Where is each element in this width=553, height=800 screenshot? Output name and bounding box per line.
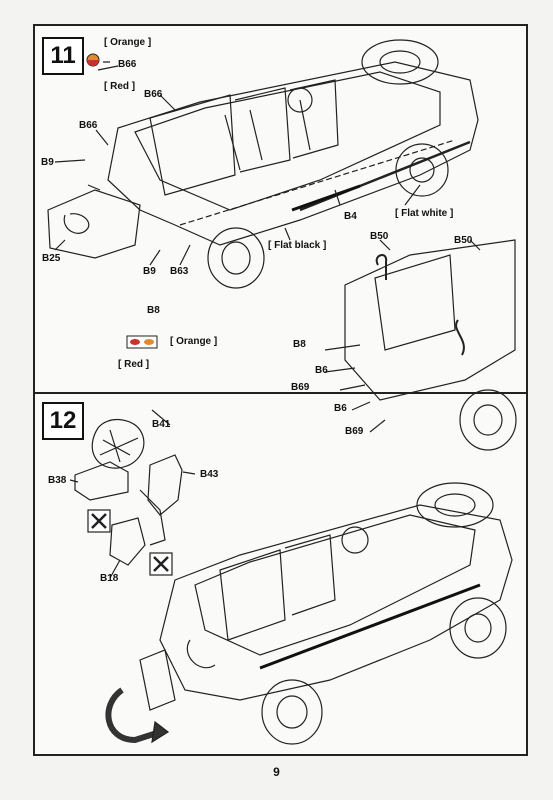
light-b8-swatch xyxy=(126,335,158,349)
part-label-b66: B66 xyxy=(144,89,163,100)
spare-wheel-11 xyxy=(361,39,439,85)
front-plate-b25 xyxy=(47,189,141,259)
color-callout-orange: [ Orange ] xyxy=(104,37,152,48)
rear-wheel-11 xyxy=(395,143,449,197)
part-label-b69: B69 xyxy=(345,426,364,437)
vehicle-body-12 xyxy=(159,504,513,701)
part-label-b63: B63 xyxy=(170,266,189,277)
part-label-b9: B9 xyxy=(143,266,156,277)
part-label-b6: B6 xyxy=(315,365,328,376)
part-b18 xyxy=(109,517,146,566)
rotation-arrow-icon xyxy=(105,687,161,744)
color-callout-red: [ Red ] xyxy=(104,81,136,92)
color-callout-red: [ Red ] xyxy=(118,359,150,370)
front-wheel-12 xyxy=(261,679,323,745)
front-wheel-11 xyxy=(207,227,265,289)
part-label-b9: B9 xyxy=(41,157,54,168)
part-label-b8: B8 xyxy=(147,305,160,316)
part-label-b50: B50 xyxy=(370,231,389,242)
part-label-b25: B25 xyxy=(42,253,61,264)
part-label-b66: B66 xyxy=(79,120,98,131)
part-label-b69: B69 xyxy=(291,382,310,393)
part-label-b8: B8 xyxy=(293,339,306,350)
rear-detail-11 xyxy=(344,239,516,401)
color-callout-flat-white: [ Flat white ] xyxy=(395,208,454,219)
part-b43 xyxy=(147,454,183,516)
fan-b41 xyxy=(91,419,145,469)
color-callout-flat-black: [ Flat black ] xyxy=(268,240,327,251)
color-callout-orange: [ Orange ] xyxy=(170,336,218,347)
part-label-b50: B50 xyxy=(454,235,473,246)
part-label-b66: B66 xyxy=(118,59,137,70)
vehicle-body-11 xyxy=(107,61,479,246)
part-label-b43: B43 xyxy=(200,469,219,480)
part-label-b4: B4 xyxy=(344,211,357,222)
part-label-b6: B6 xyxy=(334,403,347,414)
spare-wheel-12 xyxy=(416,482,494,528)
step-number-11: 11 xyxy=(42,37,84,75)
step-number-12: 12 xyxy=(42,402,84,440)
rear-wheel-12 xyxy=(449,597,507,659)
part-label-b18: B18 xyxy=(100,573,119,584)
page-number: 9 xyxy=(273,765,280,779)
part-b38 xyxy=(74,461,129,501)
step-divider xyxy=(33,392,528,394)
part-label-b38: B38 xyxy=(48,475,67,486)
part-label-b41: B41 xyxy=(152,419,171,430)
instruction-frame xyxy=(33,24,528,756)
tool-cross-icon xyxy=(87,509,173,576)
